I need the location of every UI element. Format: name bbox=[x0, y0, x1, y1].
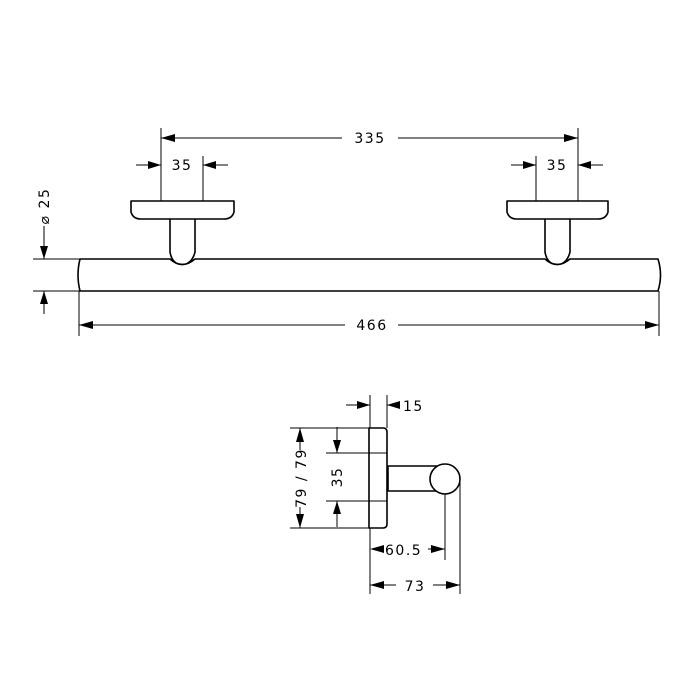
label-bar-center-projection: 60.5 bbox=[385, 543, 422, 559]
label-total-projection: 73 bbox=[405, 579, 426, 595]
label-mount-spacing: 335 bbox=[354, 131, 385, 147]
front-view bbox=[77, 200, 662, 292]
label-flange-height: 35 bbox=[330, 467, 346, 488]
dimension-flange-height: 35 bbox=[326, 427, 387, 527]
label-flange-right: 35 bbox=[547, 158, 568, 174]
label-overall-length: 466 bbox=[356, 318, 387, 334]
side-view bbox=[368, 427, 461, 529]
left-mount-stem bbox=[169, 217, 196, 266]
dimension-overall-length: 466 bbox=[78, 291, 660, 336]
right-mount-stem bbox=[544, 217, 571, 266]
dimension-flange-left: 35 bbox=[136, 156, 228, 201]
side-wall-plate bbox=[368, 427, 388, 529]
dimension-plate-height: 79 / 79 bbox=[290, 427, 370, 529]
dimension-flange-right: 35 bbox=[511, 156, 603, 201]
label-bar-diameter: ⌀ 25 bbox=[37, 188, 53, 225]
dimension-bar-center-projection: 60.5 bbox=[369, 494, 446, 594]
label-plate-height: 79 / 79 bbox=[294, 448, 310, 508]
dimension-bar-diameter: ⌀ 25 bbox=[33, 188, 80, 314]
dimension-mount-spacing: 335 bbox=[160, 128, 579, 201]
left-flange bbox=[130, 200, 235, 220]
right-flange bbox=[506, 200, 609, 220]
label-flange-left: 35 bbox=[172, 158, 193, 174]
side-bar-section bbox=[429, 463, 461, 495]
dimension-total-projection: 73 bbox=[370, 479, 461, 595]
grab-bar bbox=[77, 258, 662, 292]
dimension-plate-depth: 15 bbox=[346, 395, 424, 428]
label-plate-depth: 15 bbox=[403, 399, 424, 415]
